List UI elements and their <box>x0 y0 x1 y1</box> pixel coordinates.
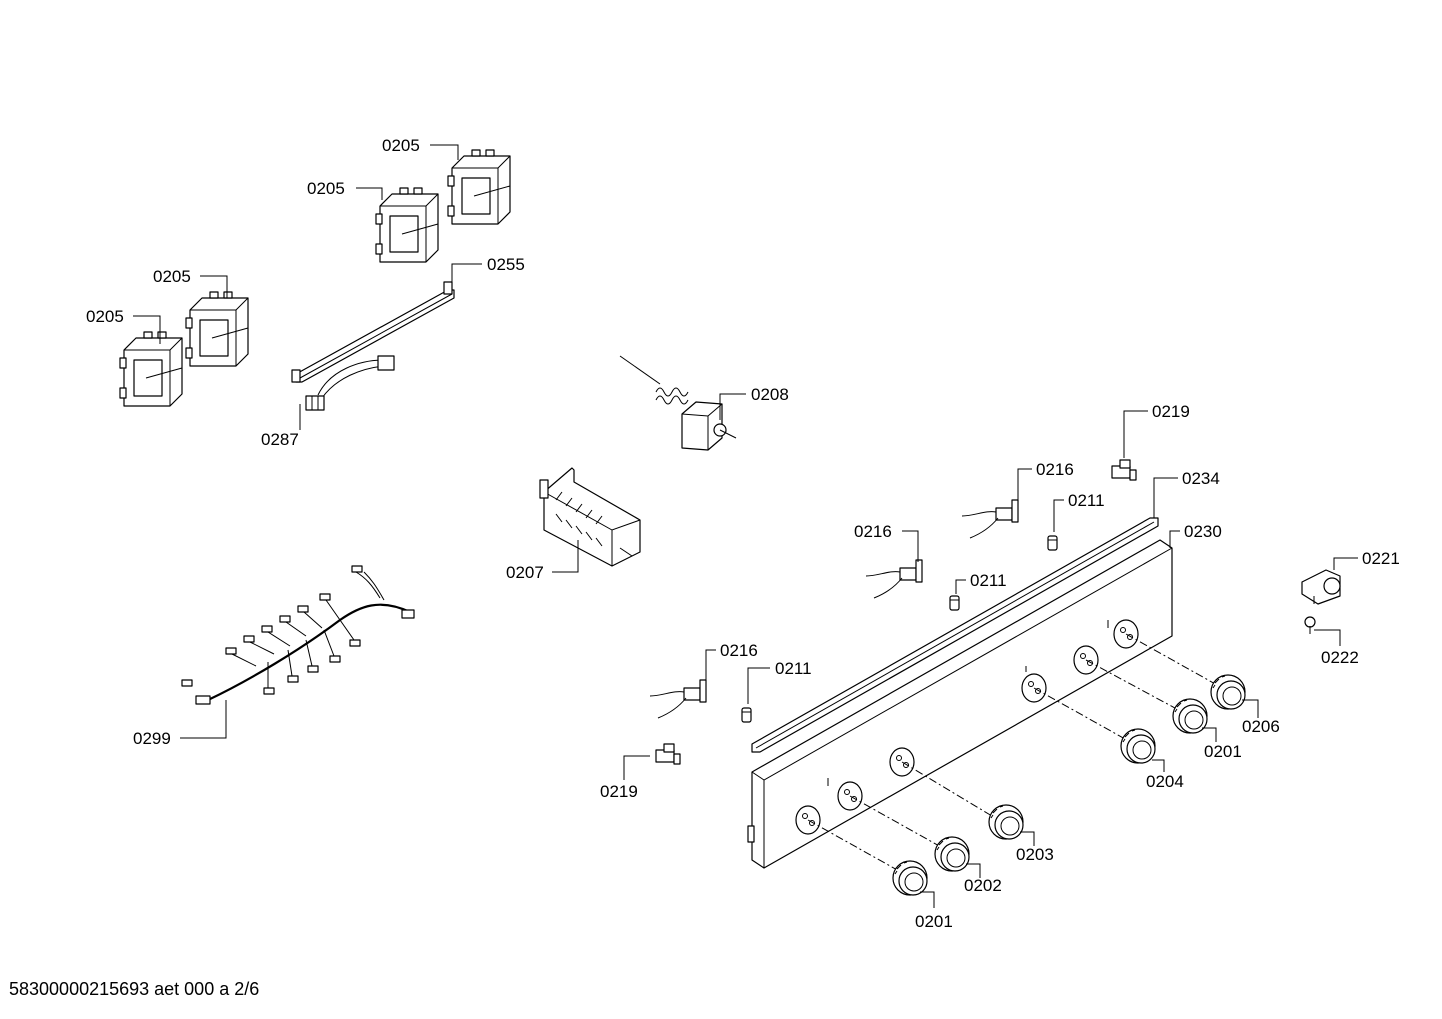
callout-selector: 0207 <box>506 563 544 582</box>
document-footer-code: 58300000215693 aet 000 a 2/6 <box>9 979 260 999</box>
knob-part-3 <box>1120 728 1156 764</box>
callout-lamp-top: 0219 <box>1152 402 1190 421</box>
lamp-clip-part-top <box>1111 459 1137 481</box>
switch-part-top-left <box>375 187 439 263</box>
callout-knob-5: 0202 <box>964 876 1002 895</box>
callout-spacer-2: 0211 <box>970 571 1007 590</box>
knob-part-4 <box>988 804 1024 840</box>
small-regulator-part-1 <box>961 499 1019 539</box>
knob-part-2 <box>1172 698 1208 734</box>
callout-profile: 0234 <box>1182 469 1220 488</box>
callout-sw-a: 0205 <box>382 136 420 155</box>
callout-reg-1: 0216 <box>1036 460 1074 479</box>
callout-sw-c: 0205 <box>153 267 191 286</box>
spacer-part-2 <box>949 595 960 611</box>
callout-thermostat: 0208 <box>751 385 789 404</box>
hinge-clip-part <box>1301 569 1341 605</box>
callout-harness: 0299 <box>133 729 171 748</box>
callout-knob-4: 0203 <box>1016 845 1054 864</box>
callout-screw: 0222 <box>1321 648 1359 667</box>
knob-part-5 <box>934 836 970 872</box>
small-regulator-part-2 <box>865 559 923 599</box>
wire-connector-part <box>305 355 395 411</box>
knob-part-6 <box>892 860 928 896</box>
callout-connector: 0287 <box>261 430 299 449</box>
bracket-part <box>291 281 455 383</box>
callout-bracket: 0255 <box>487 255 525 274</box>
callout-reg-2: 0216 <box>854 522 892 541</box>
knob-axes <box>807 633 1227 877</box>
spacer-part-1 <box>1047 535 1058 551</box>
switch-part-mid-right <box>185 291 249 367</box>
wiring-harness-part <box>181 565 415 705</box>
trim-profile-part <box>751 517 1159 753</box>
selector-switch-part <box>539 467 641 567</box>
callout-spacer-1: 0211 <box>1068 491 1105 510</box>
thermostat-part <box>619 355 737 451</box>
callout-knob-2: 0201 <box>1204 742 1242 761</box>
screw-part <box>1304 616 1316 634</box>
callout-labels: 0205 0205 0205 0205 0255 0287 0208 0207 … <box>86 136 1400 931</box>
callout-reg-3: 0216 <box>720 641 758 660</box>
knob-part-1 <box>1210 674 1246 710</box>
callout-knob-1: 0206 <box>1242 717 1280 736</box>
callout-sw-b: 0205 <box>307 179 345 198</box>
switch-part-top-right <box>447 149 511 225</box>
callout-panel: 0230 <box>1184 522 1222 541</box>
callout-spacer-3: 0211 <box>775 659 812 678</box>
control-panel-part <box>747 539 1173 869</box>
callout-knob-6: 0201 <box>915 912 953 931</box>
small-regulator-part-3 <box>649 679 707 719</box>
callout-sw-d: 0205 <box>86 307 124 326</box>
leader-lines <box>133 144 1358 908</box>
callout-clip: 0221 <box>1362 549 1400 568</box>
lamp-clip-part-bottom <box>655 743 681 765</box>
callout-lamp-bottom: 0219 <box>600 782 638 801</box>
spacer-part-3 <box>741 707 752 723</box>
callout-knob-3: 0204 <box>1146 772 1184 791</box>
switch-part-mid-left <box>119 331 183 407</box>
